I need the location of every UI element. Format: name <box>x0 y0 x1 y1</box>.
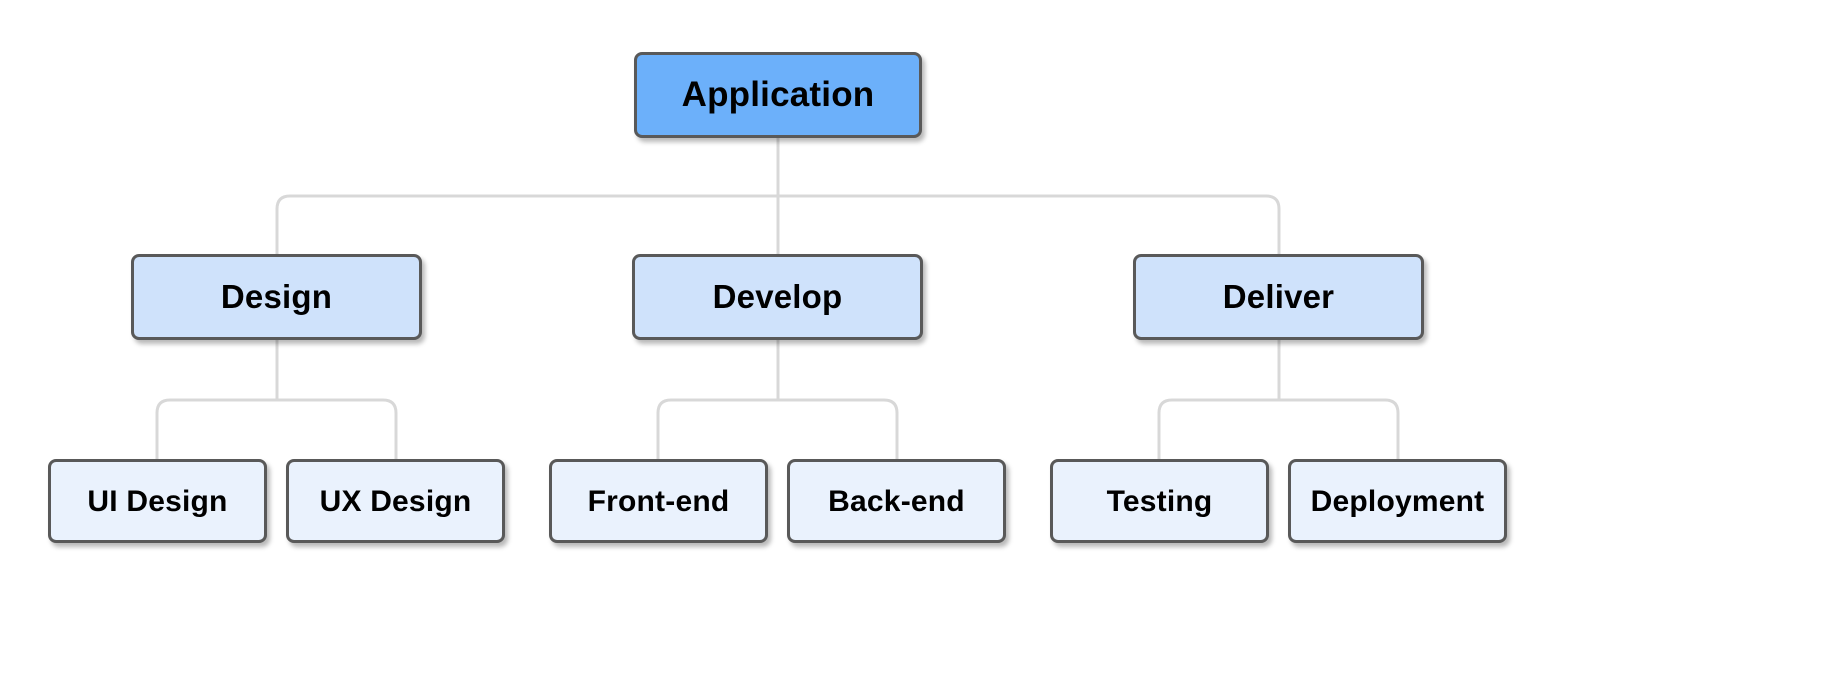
node-testing[interactable]: Testing <box>1050 459 1269 543</box>
node-deployment[interactable]: Deployment <box>1288 459 1507 543</box>
node-back-end[interactable]: Back-end <box>787 459 1006 543</box>
node-ux-design[interactable]: UX Design <box>286 459 505 543</box>
connector-deliver-to-deployment <box>1277 398 1400 461</box>
node-ui-design[interactable]: UI Design <box>48 459 267 543</box>
node-application[interactable]: Application <box>634 52 922 138</box>
connector-design-to-ui-design <box>155 398 279 461</box>
node-design[interactable]: Design <box>131 254 422 340</box>
node-deliver[interactable]: Deliver <box>1133 254 1424 340</box>
connector-root-to-deliver <box>776 194 1281 256</box>
connector-develop-to-back-end <box>776 398 899 461</box>
connector-develop-to-front-end <box>656 398 780 461</box>
node-develop[interactable]: Develop <box>632 254 923 340</box>
connector-root-to-design <box>275 194 780 256</box>
node-front-end[interactable]: Front-end <box>549 459 768 543</box>
connector-deliver-to-testing <box>1157 398 1281 461</box>
connector-design-to-ux-design <box>275 398 398 461</box>
